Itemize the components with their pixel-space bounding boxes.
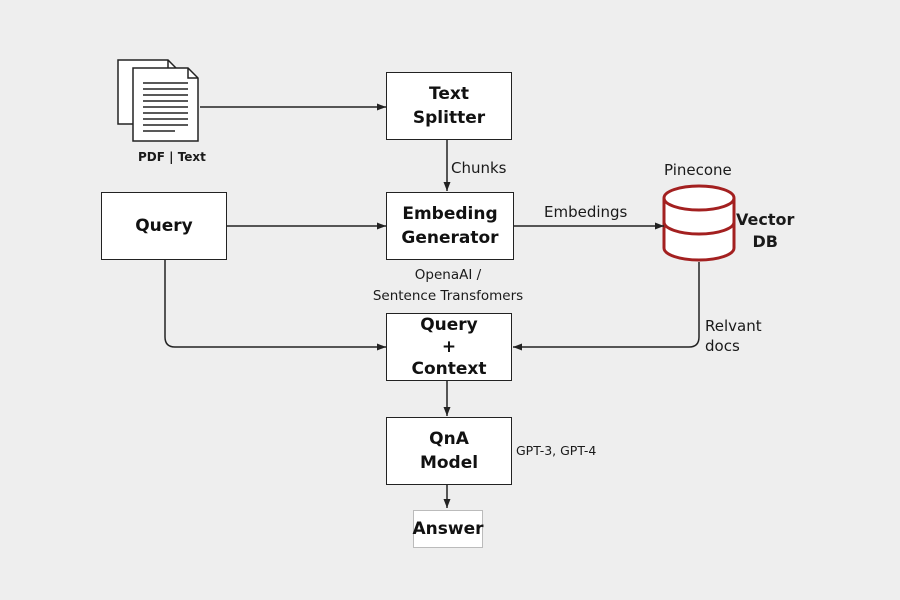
query-label: Query (135, 216, 193, 236)
query-box: Query (101, 192, 227, 260)
database-icon (662, 184, 736, 262)
chunks-label: Chunks (451, 159, 507, 177)
text-splitter-box: Text Splitter (386, 72, 512, 140)
embedding-generator-box: Embeding Generator (386, 192, 514, 260)
embedding-generator-label: Embeding Generator (401, 204, 499, 248)
qna-models-label: GPT-3, GPT-4 (516, 443, 597, 458)
arrow-db-to-context (513, 262, 700, 351)
embedding-providers-label: OpenaAI / Sentence Transfomers (372, 267, 524, 304)
answer-label: Answer (412, 519, 484, 539)
vector-db-label: Vector DB (736, 210, 795, 251)
qna-model-label: QnA Model (419, 429, 479, 473)
pinecone-label: Pinecone (664, 161, 732, 179)
qna-model-box: QnA Model (386, 417, 512, 485)
query-context-label: Query + Context (411, 315, 487, 379)
embedings-label: Embedings (544, 203, 628, 221)
documents-caption: PDF | Text (138, 150, 206, 164)
relevant-docs-label: Relvant docs (705, 317, 762, 355)
documents-icon (117, 59, 199, 142)
text-splitter-label: Text Splitter (412, 84, 486, 128)
query-context-box: Query + Context (386, 313, 512, 381)
answer-box: Answer (412, 510, 484, 548)
arrow-query-to-context (164, 260, 386, 351)
